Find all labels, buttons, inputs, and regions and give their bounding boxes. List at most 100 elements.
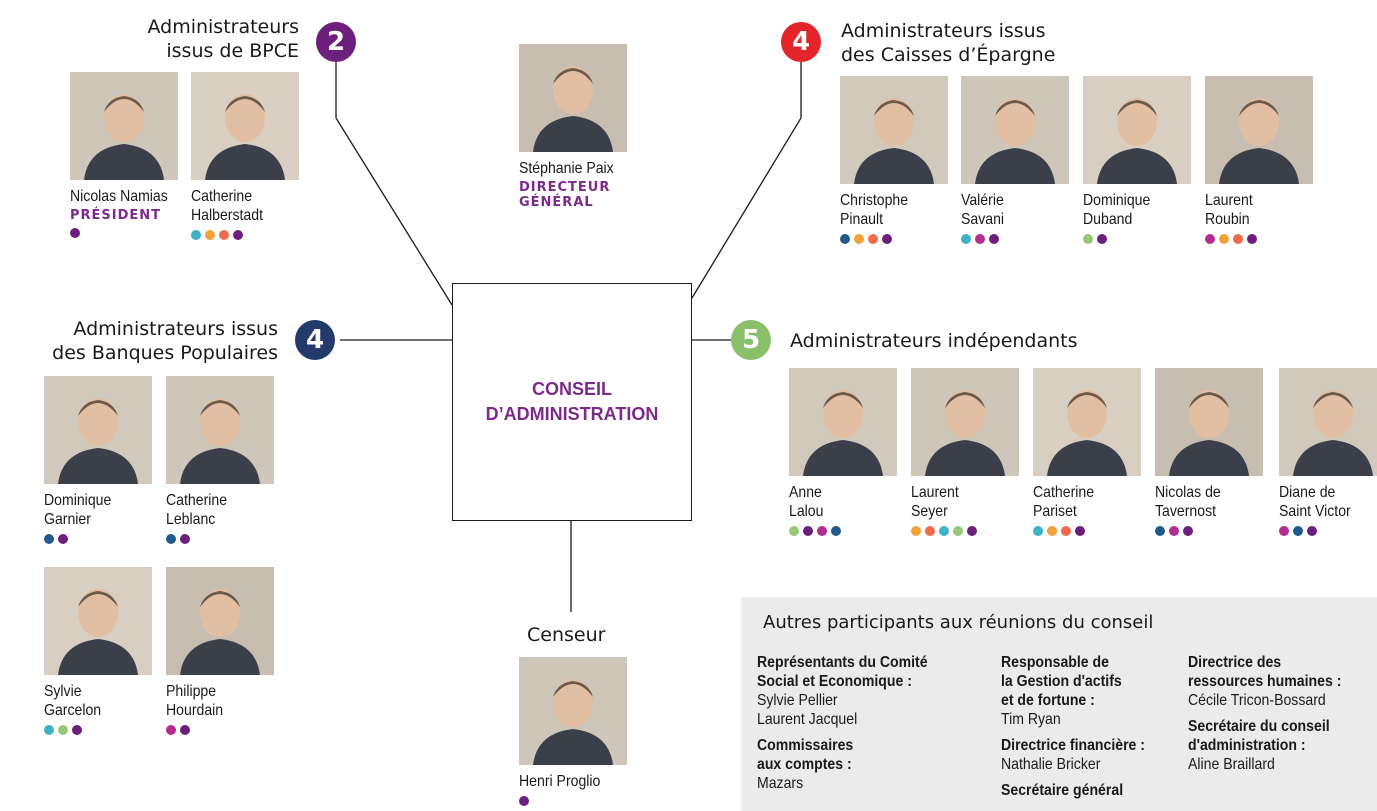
committee-dot-navy <box>166 534 176 544</box>
board-secretary-label-2: d'administration : <box>1188 737 1306 754</box>
person-name-line1: Dominique <box>44 492 112 509</box>
committee-dot-coral <box>219 230 229 240</box>
person-name-line1: Valérie <box>961 192 1004 209</box>
person-name-line1: Philippe <box>166 683 217 700</box>
committee-dot-purple <box>989 234 999 244</box>
person-name-line1: Catherine <box>166 492 228 509</box>
hr-name: Cécile Tricon-Bossard <box>1188 692 1326 709</box>
person-role-line2: GÉNÉRAL <box>519 195 594 210</box>
cse-label-2: Social et Economique : <box>757 673 912 690</box>
person-name-line1: Catherine <box>1033 484 1095 501</box>
asset-mgmt-name: Tim Ryan <box>1001 711 1061 728</box>
portrait-photo <box>1033 368 1141 476</box>
person-name-line2: Savani <box>961 211 1005 228</box>
committee-dots <box>1155 526 1275 536</box>
committee-dot-purple <box>58 534 68 544</box>
person-name-line2: Duband <box>1083 211 1133 228</box>
person-name-line1: Laurent <box>911 484 959 501</box>
portrait-photo <box>1279 368 1377 476</box>
portrait-photo <box>166 567 274 675</box>
committee-dot-purple <box>1247 234 1257 244</box>
person-name-line2: Pinault <box>840 211 884 228</box>
committee-dot-purple <box>519 796 529 806</box>
committee-dot-purple <box>70 228 80 238</box>
committee-dot-teal <box>939 526 949 536</box>
asset-mgmt-label-3: et de fortune : <box>1001 692 1095 709</box>
cse-member-1: Sylvie Pellier <box>757 692 838 709</box>
committee-dot-purple <box>1307 526 1317 536</box>
committee-dot-orange <box>1047 526 1057 536</box>
portrait-photo <box>70 72 178 180</box>
committee-dot-magenta <box>166 725 176 735</box>
person-name-line1: Christophe <box>840 192 909 209</box>
committee-dot-purple <box>1075 526 1085 536</box>
cse-member-2: Laurent Jacquel <box>757 711 858 728</box>
person-name-line1: Laurent <box>1205 192 1253 209</box>
group-count-badge-independants: 5 <box>731 320 771 360</box>
committee-dot-purple <box>1183 526 1193 536</box>
committee-dot-magenta <box>1279 526 1289 536</box>
committee-dots <box>1279 526 1377 536</box>
committee-dot-orange <box>205 230 215 240</box>
person-name-line1: Stéphanie Paix <box>519 160 614 177</box>
panel-title: Autres participants aux réunions du cons… <box>763 612 1154 633</box>
committee-dot-navy <box>1155 526 1165 536</box>
person-name-line1: Nicolas de <box>1155 484 1221 501</box>
committee-dot-purple <box>803 526 813 536</box>
committee-dot-magenta <box>1169 526 1179 536</box>
person-name-line2: Halberstadt <box>191 207 264 224</box>
committee-dot-green <box>58 725 68 735</box>
portrait-photo <box>1205 76 1313 184</box>
other-participants-panel: Autres participants aux réunions du cons… <box>741 597 1377 811</box>
person-name-line1: Dominique <box>1083 192 1151 209</box>
committee-dot-navy <box>1293 526 1303 536</box>
person-name-line2: Roubin <box>1205 211 1250 228</box>
hr-label-1: Directrice des <box>1188 654 1282 671</box>
portrait-photo <box>44 567 152 675</box>
person-name-line2: Saint Victor <box>1279 503 1351 520</box>
committee-dot-purple <box>72 725 82 735</box>
committee-dot-coral <box>868 234 878 244</box>
committee-dot-green <box>789 526 799 536</box>
group-count-badge-bpce: 2 <box>316 22 356 62</box>
person-name-line1: Catherine <box>191 188 253 205</box>
person-name-line2: Leblanc <box>166 511 216 528</box>
cse-label-1: Représentants du Comité <box>757 654 928 671</box>
committee-dots <box>1033 526 1153 536</box>
person-role-line1: DIRECTEUR <box>519 180 611 195</box>
board-title-line1: CONSEIL <box>531 379 612 399</box>
committee-dot-navy <box>831 526 841 536</box>
committee-dot-purple <box>233 230 243 240</box>
committee-dot-purple <box>967 526 977 536</box>
portrait-photo <box>911 368 1019 476</box>
committee-dot-coral <box>925 526 935 536</box>
board-secretary-name: Aline Braillard <box>1188 756 1275 773</box>
participants-column-2: Responsable de la Gestion d'actifs et de… <box>1001 653 1165 800</box>
person-henri-proglio: Henri Proglio <box>519 657 639 806</box>
portrait-photo <box>44 376 152 484</box>
committee-dot-green <box>1083 234 1093 244</box>
person-name-line1: Anne <box>789 484 822 501</box>
committee-dot-orange <box>911 526 921 536</box>
participants-column-1: Représentants du Comité Social et Econom… <box>757 653 951 793</box>
portrait-photo <box>1083 76 1191 184</box>
person-name-line2: Seyer <box>911 503 948 520</box>
committee-dots <box>1205 234 1325 244</box>
group-title-censeur: Censeur <box>527 624 606 646</box>
committee-dot-coral <box>1061 526 1071 536</box>
committee-dots <box>70 228 190 238</box>
